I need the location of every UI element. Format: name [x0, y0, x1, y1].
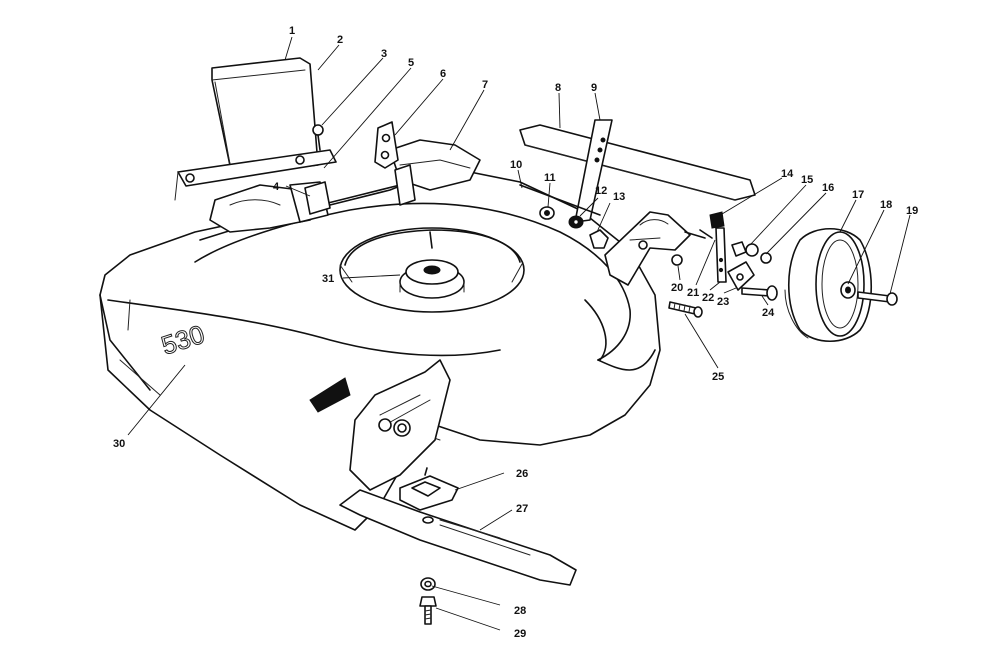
callout-27: 27: [516, 503, 528, 515]
callout-9: 9: [591, 82, 597, 94]
height-adjust-arm: [574, 119, 613, 223]
callout-4: 4: [273, 181, 280, 193]
wheel-part-17: [784, 228, 873, 342]
wheel-adapter-part-23: [727, 261, 755, 291]
deck-opening: [339, 227, 525, 313]
callout-14: 14: [781, 168, 794, 180]
callout-18: 18: [880, 199, 892, 211]
callout-11: 11: [544, 172, 556, 184]
screw-part-3: [312, 124, 324, 151]
rear-handle-mount: [389, 139, 481, 206]
leader-lines: [127, 36, 911, 631]
front-wheel-bracket: [349, 359, 451, 491]
lock-nut-part-14: [731, 241, 747, 257]
callout-8: 8: [555, 82, 561, 94]
axle-rod: [519, 184, 601, 216]
callout-17: 17: [852, 189, 864, 201]
callout-31: 31: [322, 273, 334, 285]
spring-lever: [709, 211, 727, 283]
bolt-part-24: [741, 285, 778, 301]
blade-adapter-part-26: [399, 467, 459, 511]
callout-15: 15: [801, 174, 813, 186]
washer-part-16: [760, 252, 772, 264]
callout-23: 23: [717, 296, 729, 308]
callout-10: 10: [510, 159, 522, 171]
callout-26: 26: [516, 468, 528, 480]
callout-1: 1: [289, 25, 295, 37]
callout-13: 13: [613, 191, 625, 203]
callout-28: 28: [514, 605, 526, 617]
callouts: 1 2 3 4 5 6 7 8 9 10 11 12 13 14 15 16 1…: [113, 25, 918, 640]
callout-16: 16: [822, 182, 834, 194]
wheel-height-bracket: [604, 211, 713, 286]
bushing-part-11: [539, 206, 555, 220]
callout-20: 20: [671, 282, 683, 294]
cutting-blade-part-27: [339, 489, 577, 586]
bracket-part-6: [374, 121, 399, 169]
blade-bolt-part-29: [419, 596, 437, 625]
callout-30: 30: [113, 438, 125, 450]
screw-part-25: [668, 301, 703, 318]
callout-12: 12: [595, 185, 607, 197]
nut-part-13: [589, 229, 609, 249]
drive-pulley: [399, 259, 465, 299]
callout-19: 19: [906, 205, 918, 217]
wheel-bolt-part-19: [857, 291, 898, 306]
callout-24: 24: [762, 307, 775, 319]
callout-6: 6: [440, 68, 446, 80]
callout-25: 25: [712, 371, 724, 383]
clip-part-4: [304, 181, 331, 215]
bushing-part-12: [568, 215, 584, 229]
blade-washer-part-28: [420, 577, 436, 591]
washer-part-15: [745, 243, 759, 257]
callout-29: 29: [514, 628, 526, 640]
rear-baffle: [519, 124, 756, 201]
flap-bracket: [174, 149, 337, 201]
callout-21: 21: [687, 287, 699, 299]
wheel-hub-part-18: [840, 281, 856, 299]
callout-3: 3: [381, 48, 387, 60]
callout-5: 5: [408, 57, 414, 69]
callout-7: 7: [482, 79, 488, 91]
callout-2: 2: [337, 34, 343, 46]
washer-part-20: [671, 254, 683, 266]
callout-22: 22: [702, 292, 714, 304]
